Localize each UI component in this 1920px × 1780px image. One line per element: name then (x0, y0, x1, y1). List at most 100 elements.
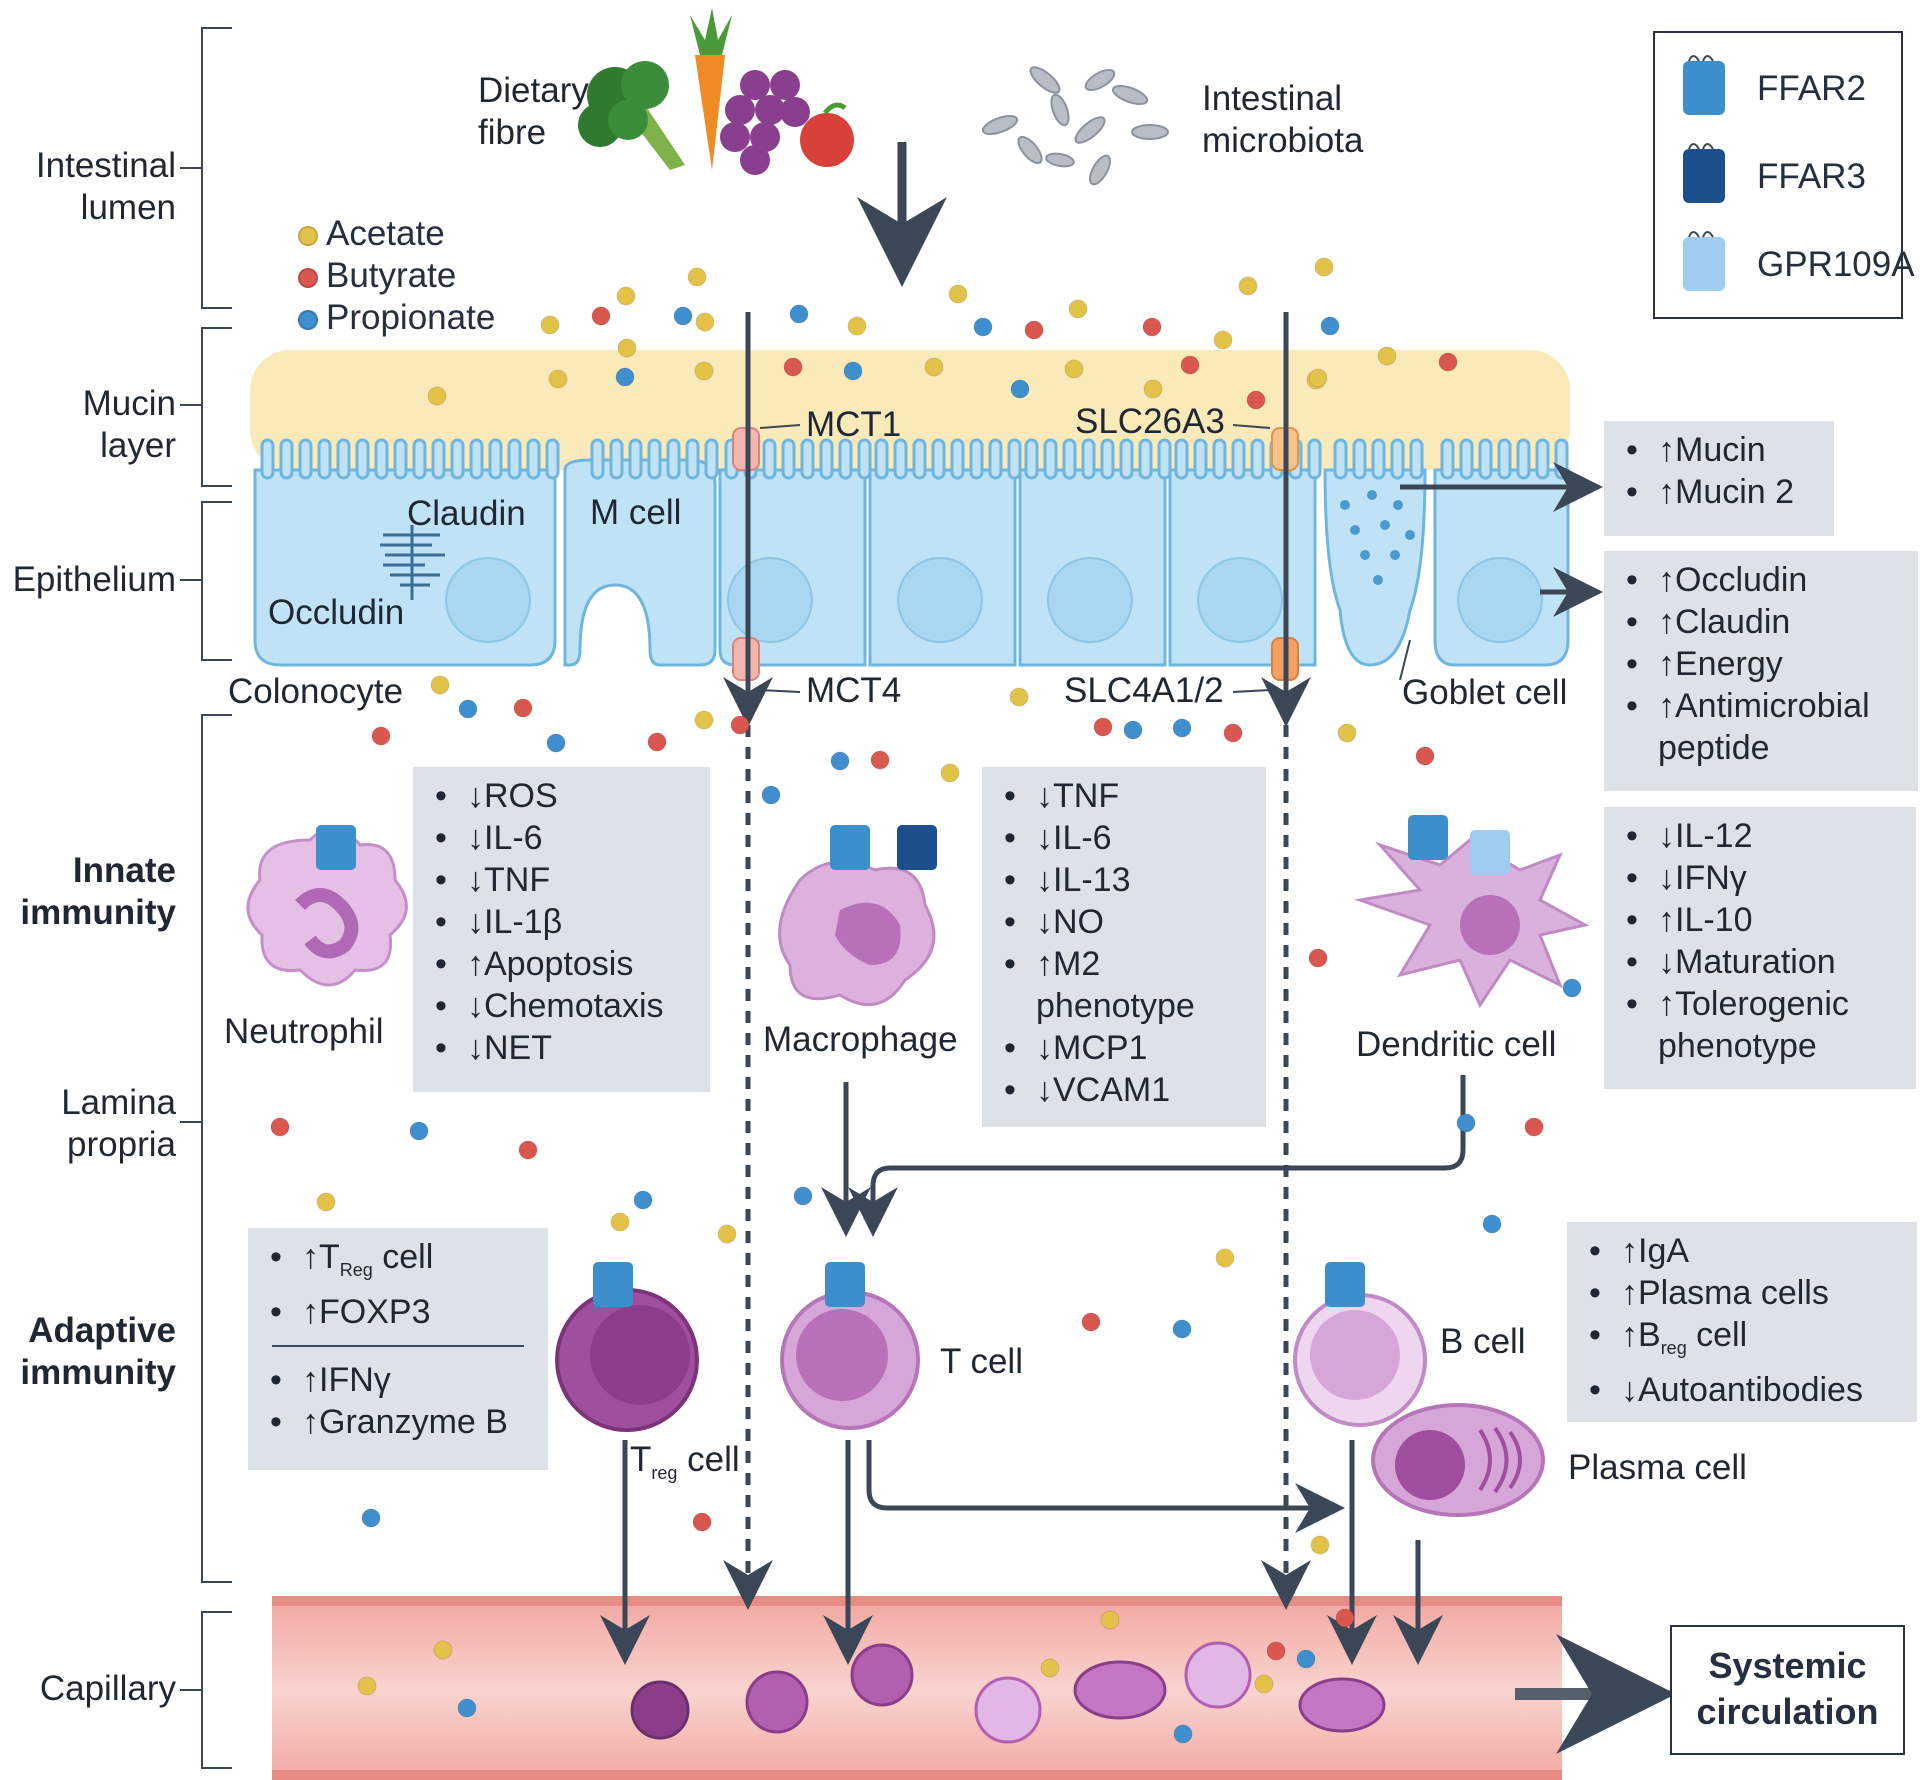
microvillus (1043, 438, 1058, 480)
flow-arrows (600, 142, 1676, 1754)
region-adaptive-label: Adaptive immunity (0, 1310, 176, 1394)
legend-ffar3: FFAR3 (1675, 139, 1905, 209)
propionate-dot (973, 317, 993, 337)
microbiota-line2: microbiota (1202, 121, 1364, 160)
goblet-granules (1340, 490, 1415, 585)
propionate-dot (1562, 978, 1582, 998)
microvillus (1007, 438, 1022, 480)
barrier-effect-item: ↑Claudin (1624, 601, 1904, 643)
acetate-dot (617, 338, 637, 358)
propionate-dot (1123, 720, 1143, 740)
region-lumen-label: Intestinal lumen (8, 145, 176, 229)
butyrate-dot (1142, 317, 1162, 337)
microvillus (666, 438, 681, 480)
butyrate-dot (1180, 355, 1200, 375)
scfa-acetate-label: Acetate (326, 214, 445, 253)
acetate-dot (1310, 1535, 1330, 1555)
vegetable-carrot (690, 8, 732, 170)
acetate-dot (694, 361, 714, 381)
butyrate-dot (730, 715, 750, 735)
mucin-effect-item: ↑Mucin 2 (1624, 471, 1820, 513)
microvillus (1250, 438, 1265, 480)
region-adaptive-line1: Adaptive (28, 1311, 176, 1350)
region-adaptive-line2: immunity (20, 1353, 176, 1392)
ffar2-receptor-macrophage (830, 825, 870, 870)
scfa-acetate: Acetate (298, 213, 495, 255)
microvillus (893, 438, 908, 480)
scfa-butyrate: Butyrate (298, 255, 495, 297)
occludin-label: Occludin (268, 593, 405, 632)
macrophage-effect-item: ↑M2 (1002, 943, 1252, 985)
dendritic-effects-box: ↓IL-12↓IFNγ↑IL-10↓Maturation↑Tolerogenic… (1604, 807, 1916, 1089)
microvillus (279, 438, 294, 480)
treg-label-suffix: cell (677, 1440, 740, 1479)
microvillus (450, 438, 465, 480)
treg-label-sub: reg (651, 1463, 678, 1483)
acetate-dot (1064, 359, 1084, 379)
microvillus (1138, 438, 1153, 480)
macrophage-effect-item: phenotype (1036, 987, 1195, 1025)
microvillus (819, 438, 834, 480)
propionate-dot (1320, 316, 1340, 336)
propionate-dot (761, 785, 781, 805)
microvillus (988, 438, 1003, 480)
microvillus (260, 438, 275, 480)
scfa-dots (270, 257, 1582, 1744)
bcell-effect-breg: ↑Breg cell (1587, 1314, 1903, 1369)
treg-effect-suffix: cell (372, 1238, 434, 1276)
acetate-dot (316, 1192, 336, 1212)
plasma-cell (1371, 1403, 1545, 1517)
dendritic-effects-list: ↓IL-12↓IFNγ↑IL-10↓Maturation↑Tolerogenic… (1624, 815, 1902, 1067)
butyrate-dot (783, 357, 803, 377)
microbiota-line1: Intestinal (1202, 79, 1343, 118)
dendritic-cell (1354, 838, 1590, 1009)
butyrate-dot (1266, 1641, 1286, 1661)
butyrate-dot (513, 698, 533, 718)
region-lumen-line1: Intestinal (35, 146, 176, 185)
neutrophil-effect-item: ↓IL-1β (433, 901, 696, 943)
dendritic-effect-item: ↓IL-12 (1624, 815, 1902, 857)
acetate-dot-icon (298, 225, 318, 246)
legend-ffar2-label: FFAR2 (1757, 69, 1866, 108)
macrophage-effects-box: ↓TNF↓IL-6↓IL-13↓NO↑M2phenotype↓MCP1↓VCAM… (982, 767, 1266, 1127)
bcell-effect-iga: ↑IgA (1587, 1230, 1903, 1272)
acetate-dot (1100, 1610, 1120, 1630)
treg-label-text: T (630, 1440, 652, 1479)
breg-effect-suffix: cell (1686, 1316, 1748, 1354)
microvillus (526, 438, 541, 480)
acetate-dot (1213, 330, 1233, 350)
mucin-effects-box: ↑Mucin↑Mucin 2 (1604, 421, 1834, 536)
neutrophil-effect-item: ↓Chemotaxis (433, 985, 696, 1027)
claudin-label: Claudin (407, 494, 526, 533)
acetate-dot (1337, 723, 1357, 743)
microvillus (857, 438, 872, 480)
neutrophil-effects-list: ↓ROS↓IL-6↓TNF↓IL-1β↑Apoptosis↓Chemotaxis… (433, 775, 696, 1069)
barrier-effects-box: ↑Occludin↑Claudin↑Energy↑Antimicrobialpe… (1604, 551, 1918, 791)
microvillus (1497, 438, 1512, 480)
legend-gpr109a: GPR109A (1675, 227, 1915, 297)
propionate-dot (1296, 1649, 1316, 1669)
microvillus (609, 438, 624, 480)
barrier-effects-list: ↑Occludin↑Claudin↑Energy↑Antimicrobialpe… (1624, 559, 1904, 769)
treg-effects-top-list: ↑TReg cell ↑FOXP3 (268, 1236, 534, 1333)
foxp3-effect-item: ↑FOXP3 (268, 1291, 534, 1333)
microvillus (762, 438, 777, 480)
systemic-circulation-box: Systemic circulation (1670, 1625, 1905, 1755)
acetate-dot (616, 286, 636, 306)
region-lumen-line2: lumen (80, 188, 176, 227)
neutrophil-effect-item: ↓NET (433, 1027, 696, 1069)
legend-gpr109a-label: GPR109A (1757, 245, 1915, 284)
propionate-dot (1172, 1319, 1192, 1339)
region-capillary-label: Capillary (39, 1669, 176, 1708)
mucin-effect-item: ↑Mucin (1624, 429, 1820, 471)
acetate-dot (1254, 1674, 1274, 1694)
fruit-grapes (720, 70, 810, 175)
mct4-label: MCT4 (806, 671, 902, 710)
microvillus (1081, 438, 1096, 480)
macrophage-effects-list: ↓TNF↓IL-6↓IL-13↓NO↑M2phenotype↓MCP1↓VCAM… (1002, 775, 1252, 1111)
propionate-dot (1173, 1724, 1193, 1744)
butyrate-dot (1524, 1117, 1544, 1137)
bcell-effect-autoantibodies: ↓Autoantibodies (1587, 1369, 1903, 1411)
acetate-dot (1215, 1248, 1235, 1268)
